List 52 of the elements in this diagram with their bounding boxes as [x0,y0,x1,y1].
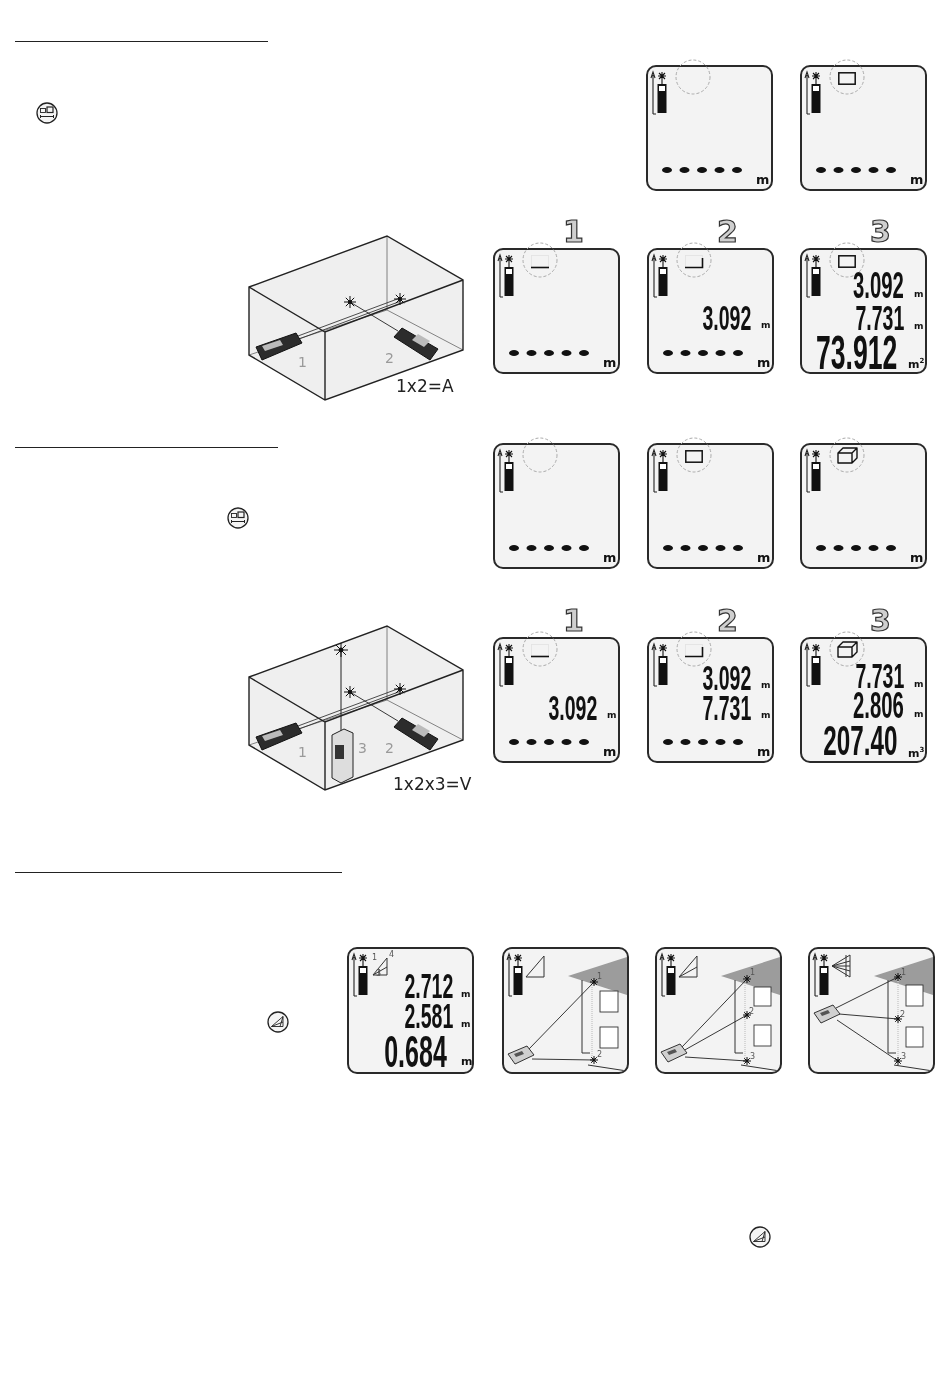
unit-label: m [603,357,617,370]
step-number: 2 [717,217,738,247]
reading-value: 3.092 [548,690,597,726]
unit-label: m [603,746,617,759]
unit-label: m [607,711,617,721]
unit-label: m [910,552,924,565]
unit-label: m [757,746,771,759]
reading-value: 3.092 [702,300,751,336]
unit-label: m$^{3}$ [908,747,925,759]
callout-number: 2 [385,351,394,365]
point-number: 4 [389,951,395,959]
unit-label: m [461,1020,471,1030]
unit-label: m$^{2}$ [908,358,925,370]
step-number: 3 [870,606,891,636]
unit-label: m [461,990,471,1000]
point-number: 2 [749,1008,755,1016]
lcd-screen [502,947,629,1074]
point-number: 2 [597,1051,603,1059]
point-number: 3 [750,1053,756,1061]
unit-label: m [756,174,770,187]
unit-label: m [914,680,924,690]
point-number: 1 [750,969,756,977]
point-number: 1 [597,973,603,981]
unit-label: m [603,552,617,565]
unit-label: m [761,711,771,721]
unit-label: m [757,552,771,565]
unit-label: m [761,321,771,331]
unit-label: m [914,290,924,300]
step-number: 3 [870,217,891,247]
point-number: 1 [372,954,378,962]
callout-number: 2 [385,741,394,755]
callout-number: 1 [298,355,307,369]
lcd-screen [347,947,474,1074]
unit-label: m [461,1055,473,1067]
callout-number: 3 [358,741,367,755]
callout-number: 1 [298,745,307,759]
unit-label: m [914,322,924,332]
point-number: 3 [376,970,382,978]
step-number: 1 [563,217,584,247]
lcd-screen [655,947,782,1074]
unit-label: m [757,357,771,370]
point-number: 2 [900,1011,906,1019]
unit-label: m [910,174,924,187]
formula-label: 1x2x3=V [393,776,472,793]
formula-label: 1x2=A [396,378,454,395]
step-number: 2 [717,606,738,636]
unit-label: m [914,710,924,720]
point-number: 1 [901,969,907,977]
step-number: 1 [563,606,584,636]
unit-label: m [761,681,771,691]
lcd-screen [808,947,935,1074]
point-number: 3 [901,1053,907,1061]
